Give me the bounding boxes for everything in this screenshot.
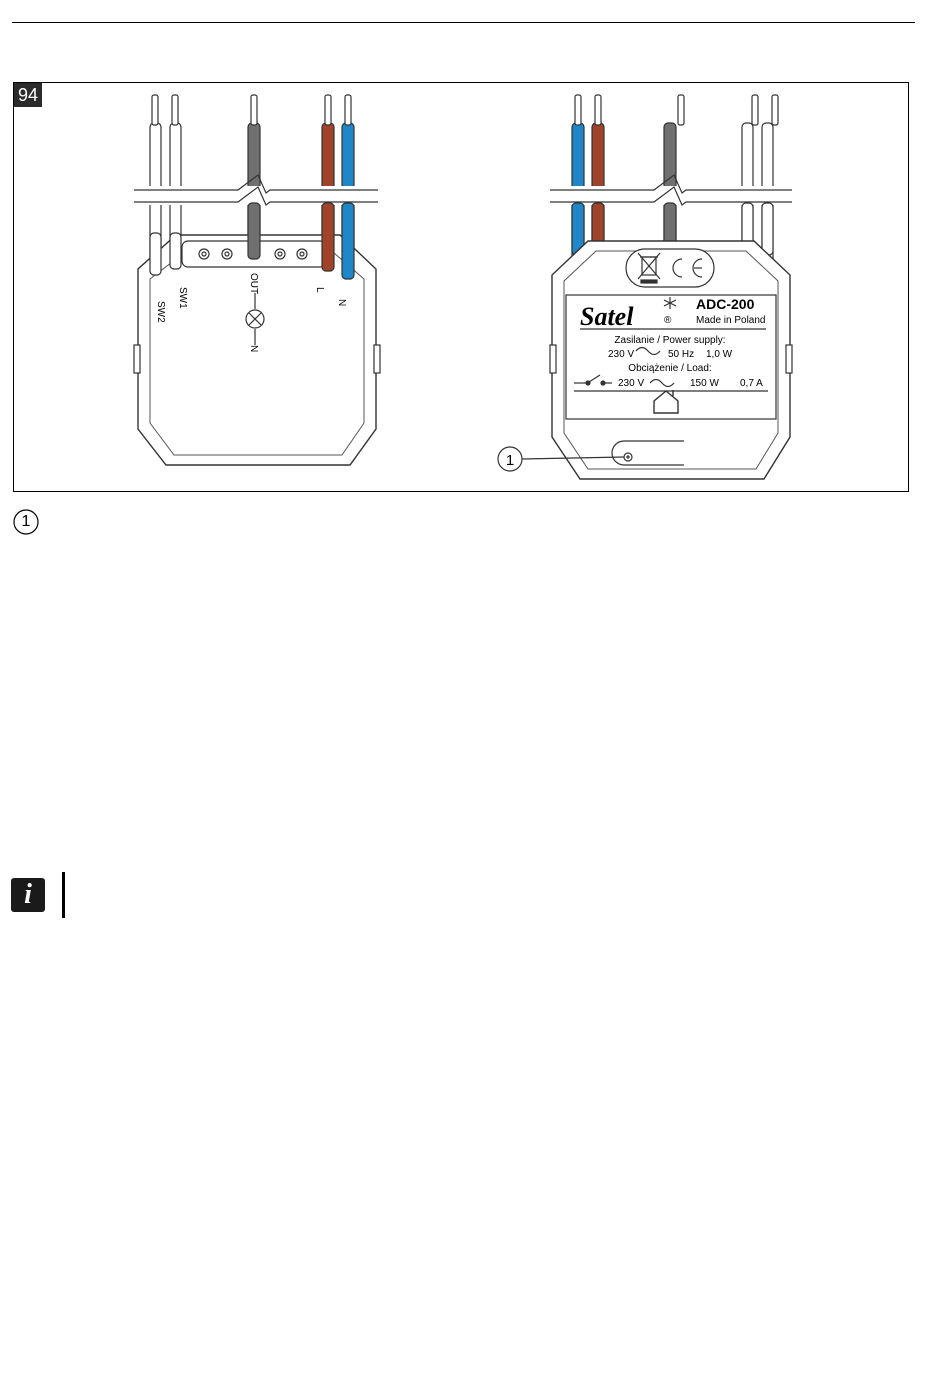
right-module-back xyxy=(498,95,792,479)
load-voltage: 230 V xyxy=(618,378,644,389)
info-note-icon: i xyxy=(11,878,45,912)
power-supply-title: Zasilanie / Power supply: xyxy=(614,335,725,346)
supply-voltage: 230 V xyxy=(608,349,634,360)
load-title: Obciążenie / Load: xyxy=(628,363,711,374)
callout-number: 1 xyxy=(506,452,514,469)
label-n-lamp: N xyxy=(248,345,259,352)
load-current: 0,7 A xyxy=(740,378,763,389)
label-out: OUT xyxy=(248,273,259,294)
header-rule xyxy=(12,22,915,23)
brand-logo: Satel xyxy=(580,302,634,331)
wire-sw2-tip xyxy=(152,95,158,125)
supply-power: 1,0 W xyxy=(706,349,733,360)
load-power: 150 W xyxy=(690,378,719,389)
note-bar xyxy=(62,872,65,918)
model-name: ADC-200 xyxy=(696,296,755,312)
wire-l-tip xyxy=(325,95,331,125)
registered-mark: ® xyxy=(664,315,672,326)
supply-frequency: 50 Hz xyxy=(668,349,694,360)
label-l: L xyxy=(314,287,325,293)
wire-n-tip xyxy=(345,95,351,125)
label-sw2: SW2 xyxy=(155,301,166,323)
module-illustration: SW2 SW1 OUT N L N xyxy=(14,83,909,492)
legend-callout-1: 1 xyxy=(12,508,40,536)
wire-sw1-tip xyxy=(172,95,178,125)
made-in: Made in Poland xyxy=(696,315,766,326)
figure-94: 94 xyxy=(13,82,909,492)
label-sw1: SW1 xyxy=(177,287,188,309)
legend-callout-number: 1 xyxy=(12,508,40,536)
label-n: N xyxy=(336,299,347,306)
wire-out-tip xyxy=(251,95,257,125)
